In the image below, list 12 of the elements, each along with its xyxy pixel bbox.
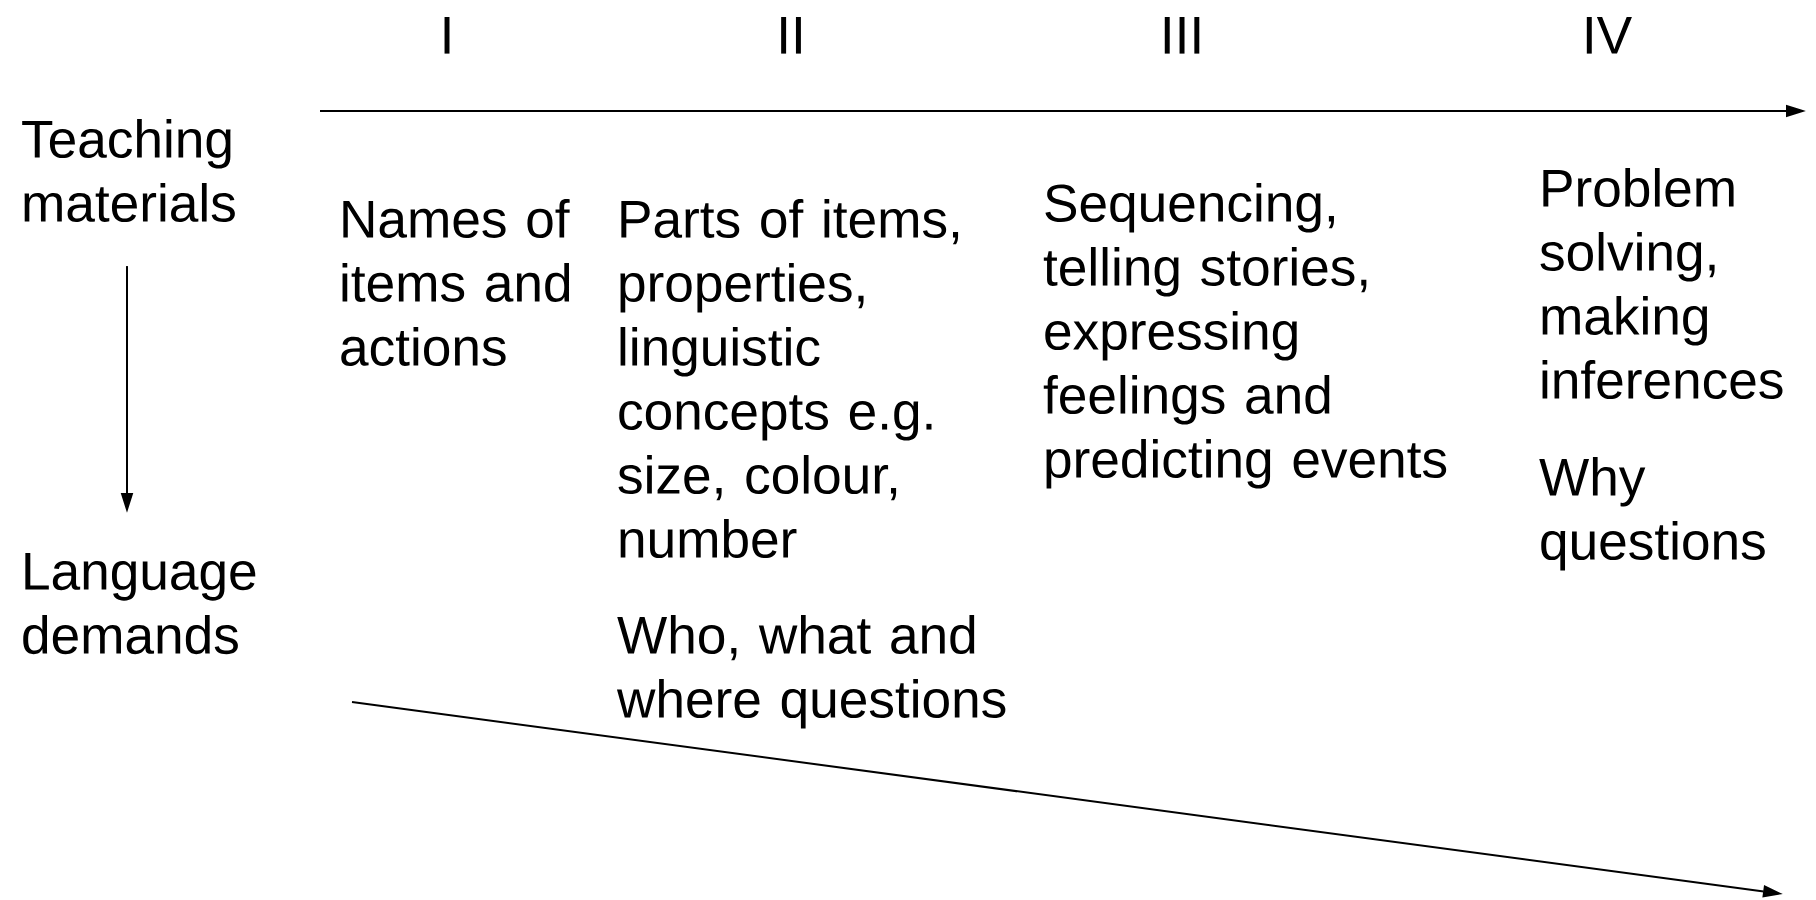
axis-label: Teaching materials [22, 119, 235, 223]
stage-description: Parts of items, properties, linguistic concepts e.g. size, colour, number [618, 199, 959, 559]
stage-numeral: II [781, 17, 801, 54]
stage-description: Who, what and where questions [616, 615, 1006, 729]
axis-label: Language demands [23, 553, 256, 655]
stage-description: Sequencing, telling stories, expressing feelings and predicting events [1043, 183, 1447, 489]
stage-description: Problem solving, making inferences [1540, 168, 1783, 400]
stage-numeral: III [1164, 17, 1200, 54]
stage-description: Why questions [1539, 457, 1765, 571]
stage-description: Names of items and actions [341, 199, 570, 367]
stage-numeral: I [444, 17, 450, 54]
stage-numeral: IV [1586, 17, 1632, 54]
